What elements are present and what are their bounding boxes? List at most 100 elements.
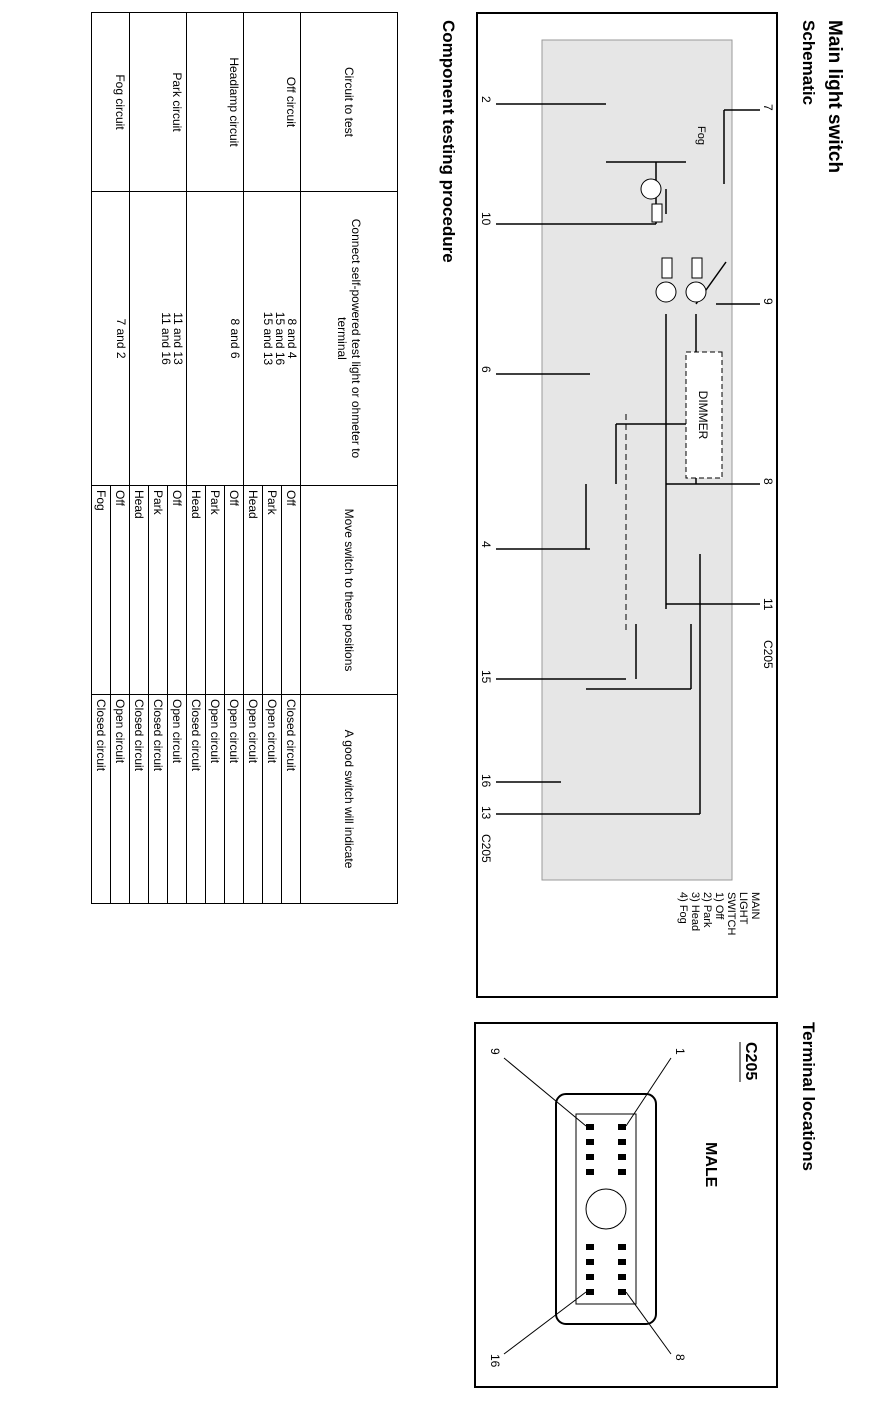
resistor-icon bbox=[651, 203, 663, 223]
wiring bbox=[496, 103, 760, 815]
terminal-label: 15 bbox=[479, 670, 493, 684]
terminal-label: 7 bbox=[761, 104, 775, 111]
lamps bbox=[640, 178, 707, 303]
pin-label: 1 bbox=[673, 1048, 687, 1055]
legend-line: MAIN bbox=[749, 892, 761, 920]
terminal-pair: 15 and 13 bbox=[261, 311, 275, 366]
connector-drawing: C205 MALE 1 9 8 16 bbox=[488, 1042, 759, 1368]
terminal-heading: Terminal locations bbox=[799, 1022, 818, 1171]
terminal-label: 6 bbox=[479, 366, 493, 373]
lamp-icon bbox=[685, 281, 707, 303]
table-row: Headlamp circuit 8 and 6 Off Open circui… bbox=[186, 12, 244, 904]
right-terminal-labels: 2 10 6 4 15 16 13 C205 bbox=[479, 96, 493, 863]
terminal-pair: 7 and 2 bbox=[114, 318, 128, 359]
legend-line: LIGHT bbox=[737, 892, 749, 925]
dimmer-label: DIMMER bbox=[696, 391, 710, 440]
dimmer-box bbox=[685, 351, 723, 479]
connector-label: C205 bbox=[761, 640, 775, 669]
position-cell: Park bbox=[205, 485, 225, 695]
col-result-header: A good switch will indicate bbox=[300, 694, 398, 904]
pin-label: 16 bbox=[488, 1354, 502, 1368]
result-cell: Open circuit bbox=[224, 694, 244, 904]
result-cell: Closed circuit bbox=[129, 694, 149, 904]
position-cell: Off bbox=[110, 485, 130, 695]
connector-name: C205 bbox=[742, 1042, 759, 1080]
result-cell: Closed circuit bbox=[281, 694, 301, 904]
terminal-pair: 15 and 16 bbox=[273, 311, 287, 366]
table-row: Off circuit 8 and 4 15 and 16 15 and 13 … bbox=[243, 12, 301, 904]
procedure-heading: Component testing procedure bbox=[439, 20, 458, 263]
testing-table: Circuit to test Connect self-powered tes… bbox=[91, 12, 398, 904]
position-cell: Off bbox=[224, 485, 244, 695]
pins bbox=[586, 1124, 626, 1295]
result-cell: Open circuit bbox=[167, 694, 187, 904]
table-row: Fog circuit 7 and 2 Off Open circuit bbox=[91, 12, 130, 904]
result-cell: Closed circuit bbox=[148, 694, 168, 904]
legend-line: 4) Fog bbox=[677, 892, 689, 924]
terminal-pair: 8 and 4 bbox=[285, 318, 299, 359]
terminal-label: 11 bbox=[761, 598, 775, 611]
schematic-diagram: DIMMER 7 9 8 11 C205 2 10 6 4 bbox=[479, 39, 775, 935]
position-cell: Head bbox=[243, 485, 263, 695]
terminal-label: 8 bbox=[761, 478, 775, 485]
terminal-label: 16 bbox=[479, 774, 493, 788]
col-terminal-header: Connect self-powered test light or ohmet… bbox=[300, 191, 398, 486]
table-header-row: Circuit to test Connect self-powered tes… bbox=[300, 12, 398, 904]
lamp-icon bbox=[655, 281, 677, 303]
terminal-label: 2 bbox=[479, 96, 493, 103]
left-terminal-labels: 7 9 8 11 C205 bbox=[761, 104, 775, 669]
pin-leaders bbox=[503, 1057, 672, 1355]
schematic-heading: Schematic bbox=[799, 20, 818, 106]
legend-line: 1) Off bbox=[713, 892, 725, 920]
switch-body bbox=[541, 39, 733, 881]
col-position-header: Move switch to these positions bbox=[300, 485, 398, 695]
terminal-label: 10 bbox=[479, 212, 493, 226]
pin-labels: 1 9 8 16 bbox=[488, 1048, 687, 1368]
result-cell: Closed circuit bbox=[91, 694, 111, 904]
schematic-panel: DIMMER 7 9 8 11 C205 2 10 6 4 bbox=[476, 12, 778, 998]
pin-label: 8 bbox=[673, 1354, 687, 1361]
pin-label: 9 bbox=[488, 1048, 502, 1055]
connector-label: C205 bbox=[479, 834, 493, 863]
result-cell: Open circuit bbox=[262, 694, 282, 904]
lamp-icon bbox=[640, 178, 662, 200]
position-cell: Park bbox=[262, 485, 282, 695]
result-cell: Open circuit bbox=[243, 694, 263, 904]
page-title: Main light switch bbox=[824, 20, 845, 174]
legend-line: SWITCH bbox=[725, 892, 737, 935]
terminal-pair: 11 and 16 bbox=[159, 312, 173, 365]
result-cell: Open circuit bbox=[205, 694, 225, 904]
position-cell: Fog bbox=[91, 485, 111, 695]
circuit-cell: Off circuit bbox=[243, 12, 301, 192]
position-cell: Park bbox=[148, 485, 168, 695]
position-cell: Off bbox=[281, 485, 301, 695]
circuit-cell: Headlamp circuit bbox=[186, 12, 244, 192]
terminal-label: 13 bbox=[479, 806, 493, 820]
terminal-cell: 8 and 6 bbox=[186, 191, 244, 486]
circuit-cell: Park circuit bbox=[129, 12, 187, 192]
legend-line: 2) Park bbox=[701, 892, 713, 928]
legend-line: 3) Head bbox=[689, 892, 701, 931]
terminal-cell: 8 and 4 15 and 16 15 and 13 bbox=[243, 191, 301, 486]
result-cell: Closed circuit bbox=[186, 694, 206, 904]
terminal-label: 9 bbox=[761, 298, 775, 305]
terminal-cell: 11 and 13 11 and 16 bbox=[129, 191, 187, 486]
connector-gender: MALE bbox=[702, 1142, 719, 1188]
circuit-cell: Fog circuit bbox=[91, 12, 130, 192]
table-row: Park circuit 11 and 13 11 and 16 Off Ope… bbox=[129, 12, 187, 904]
position-cell: Head bbox=[186, 485, 206, 695]
switch-legend: MAIN LIGHT SWITCH 1) Off 2) Park 3) Head… bbox=[677, 892, 761, 935]
terminal-pair: 11 and 13 bbox=[171, 312, 185, 365]
locator-hole bbox=[585, 1188, 627, 1230]
resistor-icon bbox=[691, 257, 703, 279]
col-circuit-header: Circuit to test bbox=[300, 12, 398, 192]
result-cell: Open circuit bbox=[110, 694, 130, 904]
terminal-cell: 7 and 2 bbox=[91, 191, 130, 486]
position-cell: Off bbox=[167, 485, 187, 695]
position-cell: Head bbox=[129, 485, 149, 695]
terminal-panel: C205 MALE 1 9 8 16 bbox=[474, 1022, 778, 1388]
terminal-pair: 8 and 6 bbox=[228, 318, 242, 359]
terminal-label: 4 bbox=[479, 541, 493, 548]
resistor-icon bbox=[661, 257, 673, 279]
